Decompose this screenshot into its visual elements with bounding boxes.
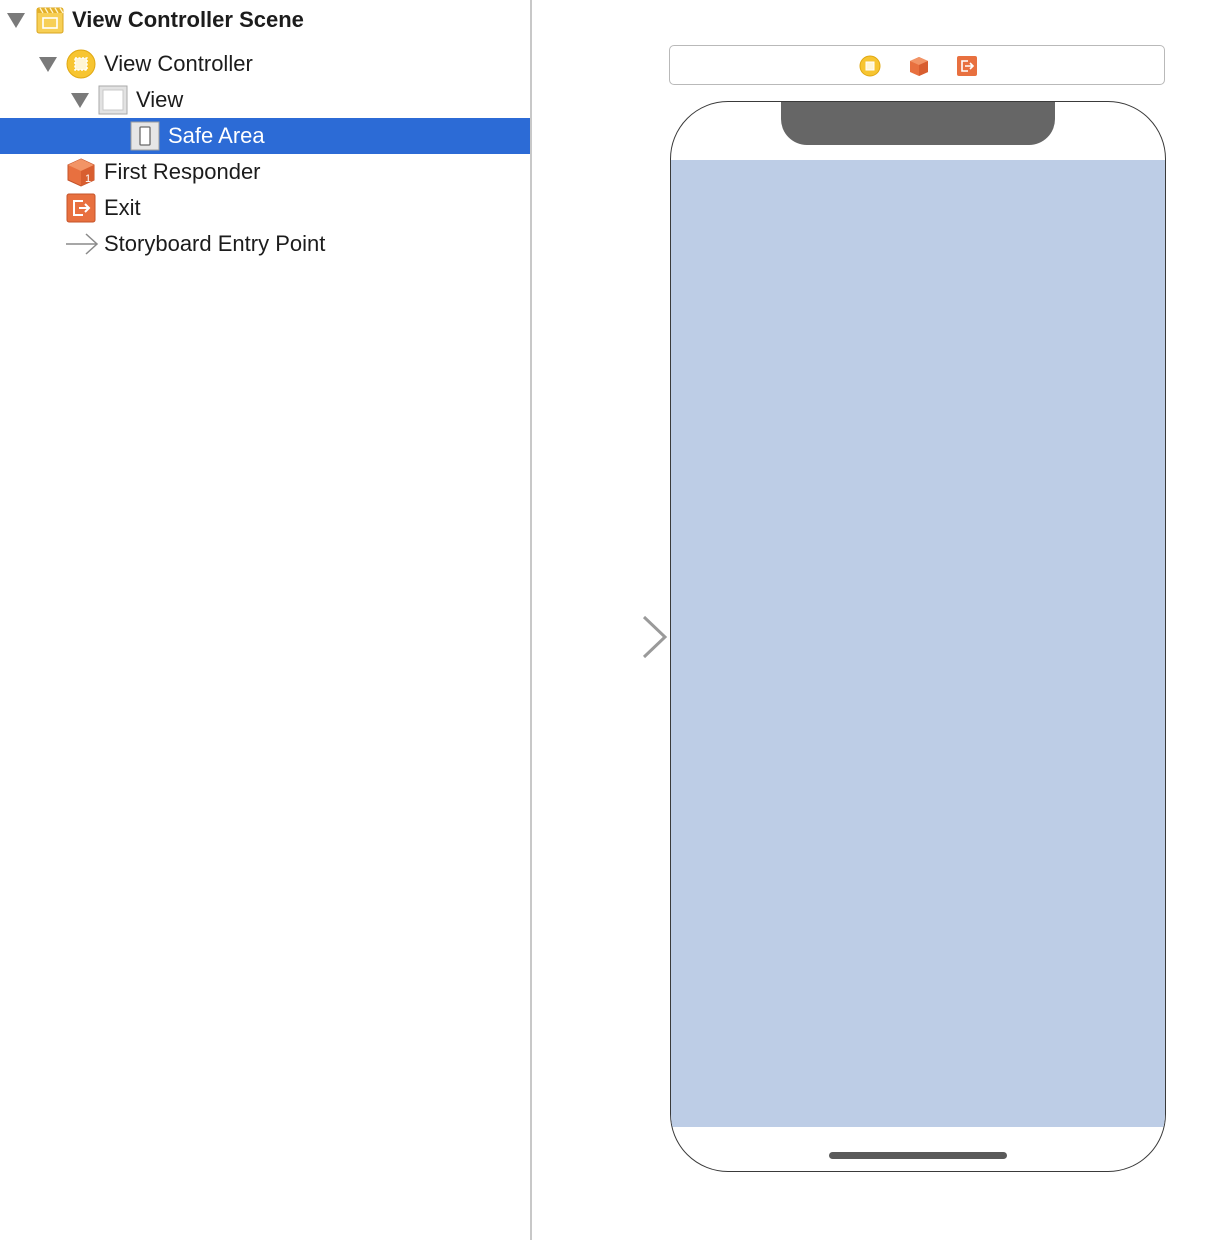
disclosure-triangle-icon[interactable] — [7, 13, 25, 28]
first-responder-icon[interactable] — [908, 55, 930, 77]
outline-item-safe-area[interactable]: Safe Area — [0, 118, 530, 154]
outline-divider[interactable] — [530, 0, 532, 1240]
safe-area-region[interactable] — [671, 160, 1165, 1127]
disclosure-triangle-icon[interactable] — [71, 93, 89, 108]
outline-item-first-responder[interactable]: 1 First Responder — [0, 154, 530, 190]
home-indicator — [829, 1152, 1007, 1159]
outline-item-storyboard-entry-point[interactable]: Storyboard Entry Point — [0, 226, 530, 262]
svg-text:1: 1 — [85, 173, 91, 185]
scene-dock — [669, 45, 1165, 85]
device-frame[interactable] — [670, 101, 1166, 1172]
outline-item-label: Storyboard Entry Point — [104, 231, 326, 256]
outline-item-view-controller[interactable]: View Controller — [0, 46, 530, 82]
entry-point-arrow-icon — [64, 229, 100, 259]
outline-item-label: View — [136, 87, 184, 112]
view-controller-icon[interactable] — [859, 55, 881, 77]
disclosure-triangle-icon[interactable] — [39, 57, 57, 72]
outline-item-label: View Controller — [104, 51, 253, 76]
view-icon — [98, 85, 128, 115]
exit-icon — [66, 193, 96, 223]
outline-item-label: Safe Area — [168, 123, 265, 148]
outline-item-view[interactable]: View — [0, 82, 530, 118]
storyboard-entry-point-arrow[interactable] — [538, 614, 670, 660]
outline-item-label: View Controller Scene — [72, 7, 304, 32]
outline-item-label: Exit — [104, 195, 141, 220]
scene-icon — [35, 5, 65, 35]
exit-icon[interactable] — [956, 55, 978, 77]
outline-item-label: First Responder — [104, 159, 261, 184]
view-controller-icon — [66, 49, 96, 79]
document-outline: View Controller Scene View Controller — [0, 0, 530, 1240]
outline-item-view-controller-scene[interactable]: View Controller Scene — [0, 2, 530, 38]
first-responder-icon: 1 — [66, 157, 96, 187]
outline-item-exit[interactable]: Exit — [0, 190, 530, 226]
safe-area-icon — [130, 121, 160, 151]
device-notch — [781, 102, 1055, 145]
